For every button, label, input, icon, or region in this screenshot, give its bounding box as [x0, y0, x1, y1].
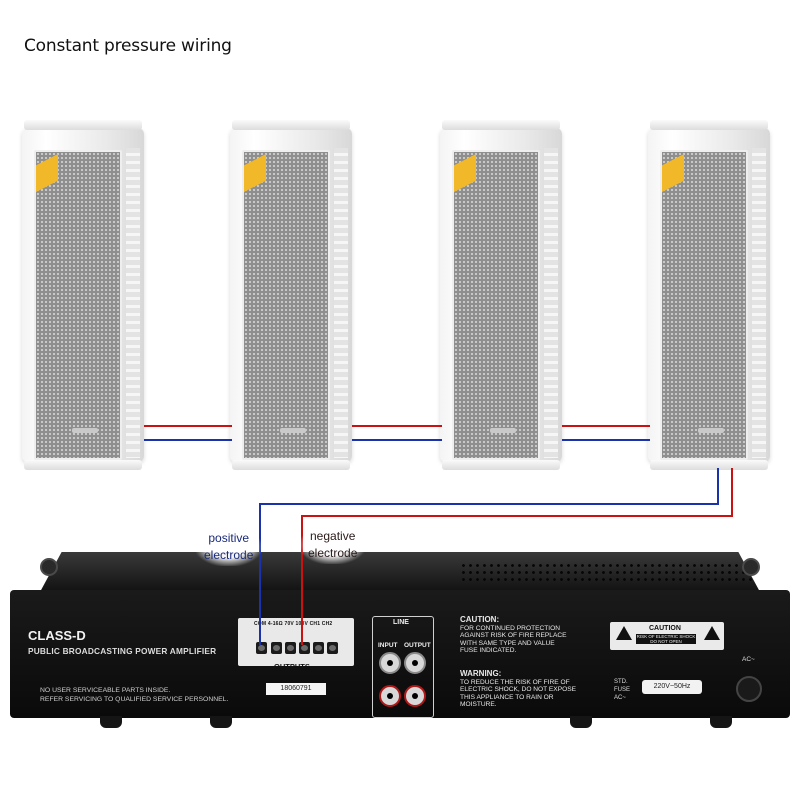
caution-box-text: RISK OF ELECTRIC SHOCK DO NOT OPEN: [636, 634, 696, 644]
caution-text: CAUTION: FOR CONTINUED PROTECTION AGAINS…: [460, 615, 567, 655]
fuse-labels: STD. FUSE AC~: [614, 679, 631, 701]
output-rca-right[interactable]: [404, 685, 426, 707]
rack-ear-left: [40, 558, 58, 576]
warning-triangle-icon: [704, 626, 720, 640]
line-io-panel: [372, 616, 434, 718]
output-rca-left[interactable]: [404, 652, 426, 674]
terminal-ch2[interactable]: [327, 642, 338, 654]
negative-wire: [144, 425, 733, 645]
negative-electrode-callout: negative electrode: [300, 526, 366, 564]
speaker-1: [22, 120, 144, 470]
terminal-100v[interactable]: [299, 642, 310, 654]
terminal-com[interactable]: [256, 642, 267, 654]
outputs-label: OUTPUTS: [274, 662, 310, 671]
terminal-ch1[interactable]: [313, 642, 324, 654]
positive-wire-to-amp: [259, 468, 719, 645]
warning-text: WARNING: TO REDUCE THE RISK OF FIRE OF E…: [460, 669, 577, 709]
terminal-70v[interactable]: [285, 642, 296, 654]
warning-triangle-icon: [616, 626, 632, 640]
output-label: OUTPUT: [404, 642, 431, 649]
speaker-4: [648, 120, 770, 470]
speaker-2: [230, 120, 352, 470]
serial-number: 18060791: [266, 683, 326, 695]
speaker-3: [440, 120, 562, 470]
amp-brand: CLASS-D: [28, 628, 86, 643]
service-notice: NO USER SERVICEABLE PARTS INSIDE. REFER …: [40, 687, 229, 703]
positive-wire: [144, 439, 719, 645]
amp-subtitle: PUBLIC BROADCASTING POWER AMPLIFIER: [28, 646, 217, 656]
input-label: INPUT: [378, 642, 398, 649]
caution-box-title: CAUTION: [649, 625, 681, 632]
fuse-holder[interactable]: 220V~50Hz: [642, 680, 702, 694]
input-rca-left[interactable]: [379, 652, 401, 674]
input-rca-right[interactable]: [379, 685, 401, 707]
terminal-4-16ohm[interactable]: [271, 642, 282, 654]
ac-label: AC~: [742, 656, 755, 663]
positive-electrode-callout: positive electrode: [196, 528, 262, 566]
line-label: LINE: [393, 619, 409, 626]
diagram-title: Constant pressure wiring: [24, 36, 232, 56]
terminal-labels: COM 4-16Ω 70V 100V CH1 CH2: [254, 621, 333, 627]
power-plug-icon: [736, 676, 762, 702]
negative-wire-to-amp: [301, 468, 733, 645]
rack-ear-right: [742, 558, 760, 576]
